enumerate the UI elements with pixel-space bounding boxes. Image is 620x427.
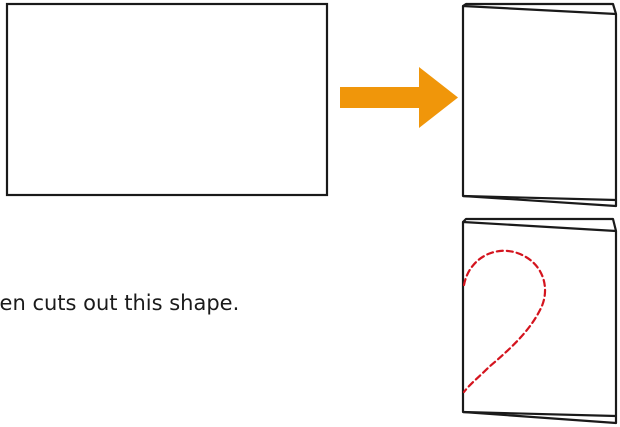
folded-paper-top [461,2,618,208]
instruction-caption: then cuts out this shape. [0,291,240,315]
flat-paper-sheet [5,2,329,197]
half-heart-cut-icon [462,249,547,394]
arrow-right-icon [340,67,458,128]
folded-paper-cut [461,217,618,425]
